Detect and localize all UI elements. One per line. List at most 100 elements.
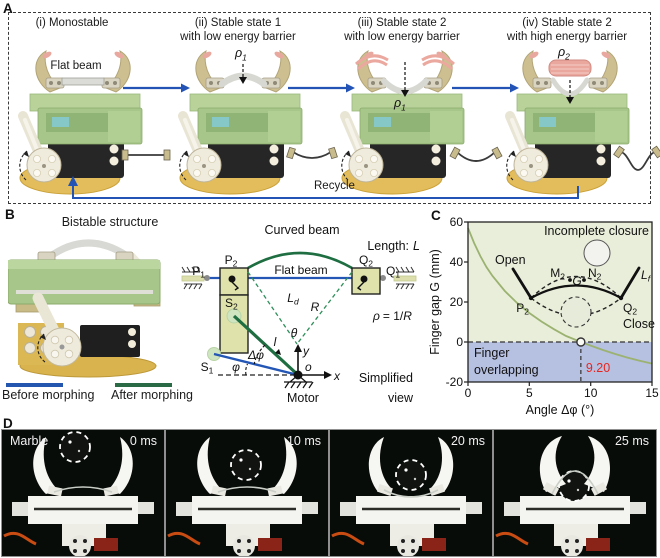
timestamp-20ms: 20 ms — [450, 434, 485, 448]
device-stable-state-2-high — [495, 48, 645, 200]
phi-arc — [245, 363, 248, 376]
panel-a-label: A — [3, 1, 13, 16]
transition-arrow-3 — [452, 83, 519, 93]
right-slider-block — [351, 267, 381, 295]
curved-beam-diagram: Curved beam Length:L — [181, 223, 420, 405]
motor-label: Motor — [287, 391, 319, 405]
xtick-5: 5 — [526, 386, 533, 400]
left-finger-line — [511, 267, 533, 300]
marble — [230, 449, 262, 481]
open-label: Open — [495, 253, 526, 267]
radius-lines — [247, 271, 353, 345]
curvature-formula: ρ= 1/R — [372, 309, 412, 323]
bistable-structure-photo — [8, 239, 161, 378]
p1-label: P1 — [192, 264, 205, 280]
beam-shape-icon-shallow-arc — [286, 146, 338, 160]
beam-arc-up — [218, 64, 268, 88]
region-incomplete-closure — [468, 222, 652, 342]
beam-shape-icon-deep-arc — [449, 146, 503, 162]
xtick-0: 0 — [465, 386, 472, 400]
timestamp-10ms: 10 ms — [286, 434, 321, 448]
xtick-10: 10 — [584, 386, 598, 400]
incomplete-closure-label: Incomplete closure — [544, 224, 649, 238]
left-rail — [181, 275, 205, 282]
gripper-photo-0ms — [3, 431, 154, 557]
crossing-value-label: 9.20 — [586, 361, 610, 375]
theta-label: θ — [291, 326, 298, 340]
close-label: Close — [623, 317, 655, 331]
length-label: Length:L — [367, 239, 420, 253]
radius-label: R — [311, 300, 320, 314]
highspeed-frame-0ms: Marble 0 ms — [1, 429, 165, 557]
gripper-photo-20ms — [331, 437, 482, 557]
p2-inset-label: P2 — [516, 301, 529, 317]
lf-label: Lf — [641, 268, 652, 284]
p2-label: P2 — [225, 253, 238, 269]
simplified-view-line1: Simplified — [359, 371, 413, 385]
ytick-20: 20 — [450, 295, 464, 309]
p2-pivot — [228, 275, 236, 283]
device-stable-state-2-low — [330, 48, 480, 200]
s1-label: S1 — [201, 360, 214, 376]
panel-a-annotations — [68, 83, 660, 199]
xtick-15: 15 — [645, 386, 659, 400]
l-label: l — [274, 335, 277, 349]
gripper-photo-25ms — [495, 436, 646, 557]
delta-phi-arc — [253, 344, 266, 365]
beam-state-arc — [530, 284, 622, 299]
beam-shape-icon-u-dip — [613, 145, 660, 171]
right-anchor-hatching — [395, 266, 415, 290]
finger-overlapping-line2: overlapping — [474, 363, 539, 377]
q2-pivot — [360, 275, 368, 283]
marble — [395, 459, 427, 491]
marble-photo-label: Marble — [10, 434, 49, 448]
panel-c-label: C — [431, 208, 441, 223]
flat-beam — [61, 77, 105, 86]
flat-beam-diagram-label: Flat beam — [274, 263, 327, 277]
p1-pin — [204, 275, 210, 281]
transition-arrow-1 — [123, 83, 190, 93]
flat-beam-label: Flat beam — [50, 60, 102, 72]
crossing-marker — [576, 337, 586, 347]
y-axis-label: y — [302, 344, 310, 358]
finger-gap-chart: 60 40 20 0 -20 0 5 10 15 Finger gap G (m… — [428, 215, 659, 417]
rho1-label-state2: ρ1 — [235, 46, 247, 63]
legend-label-after: After morphing — [111, 388, 193, 402]
finger-gap-curve — [467, 227, 653, 365]
q2-inset-label: Q2 — [623, 301, 637, 317]
finger-overlapping-line1: Finger — [474, 346, 509, 360]
device-monostable — [8, 48, 158, 200]
x-axis-label: x — [333, 369, 341, 383]
highspeed-frame-25ms: 25 ms — [493, 429, 657, 557]
panel-b: B Bistable structure — [0, 205, 430, 424]
timestamp-25ms: 25 ms — [614, 434, 649, 448]
s2-label: S2 — [225, 296, 238, 312]
panel-b-label: B — [5, 207, 15, 222]
ld-label: Ld — [287, 291, 299, 307]
q2-label: Q2 — [359, 253, 373, 269]
panel-a-border — [8, 12, 651, 204]
legend-label-before: Before morphing — [2, 388, 95, 402]
motor-ground — [284, 374, 314, 389]
axis-ticks — [464, 221, 653, 386]
recycle-arrow — [68, 176, 579, 199]
beam-shape-icon-flat — [121, 149, 171, 161]
simplified-view-line2: view — [388, 391, 414, 405]
diagram-title: Curved beam — [264, 223, 339, 237]
marble-ghost — [560, 296, 592, 328]
bistable-structure-title: Bistable structure — [61, 215, 159, 229]
l-direction-arrow — [275, 349, 281, 355]
left-anchor-hatching — [181, 266, 203, 290]
marble — [59, 431, 91, 463]
gripper-photo-10ms — [167, 437, 318, 557]
q1-pin — [380, 275, 386, 281]
y-axis-title: Finger gap G (mm) — [428, 249, 442, 355]
panel-d: D Marble — [0, 416, 660, 558]
device-stable-state-1 — [168, 48, 318, 200]
highspeed-frame-20ms: 20 ms — [329, 429, 493, 557]
panel-d-label: D — [3, 416, 13, 431]
